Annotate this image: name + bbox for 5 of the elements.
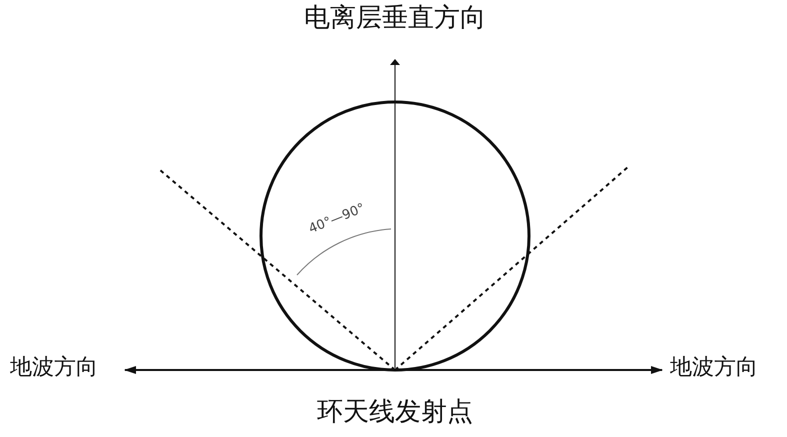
emission-point-label: 环天线发射点 [317, 399, 473, 425]
direction-label: 电离层垂直方向 [304, 5, 486, 31]
arrow [390, 59, 400, 368]
direction-label: 地波方向 [670, 357, 758, 379]
direction-label: 地波方向 [10, 357, 98, 379]
